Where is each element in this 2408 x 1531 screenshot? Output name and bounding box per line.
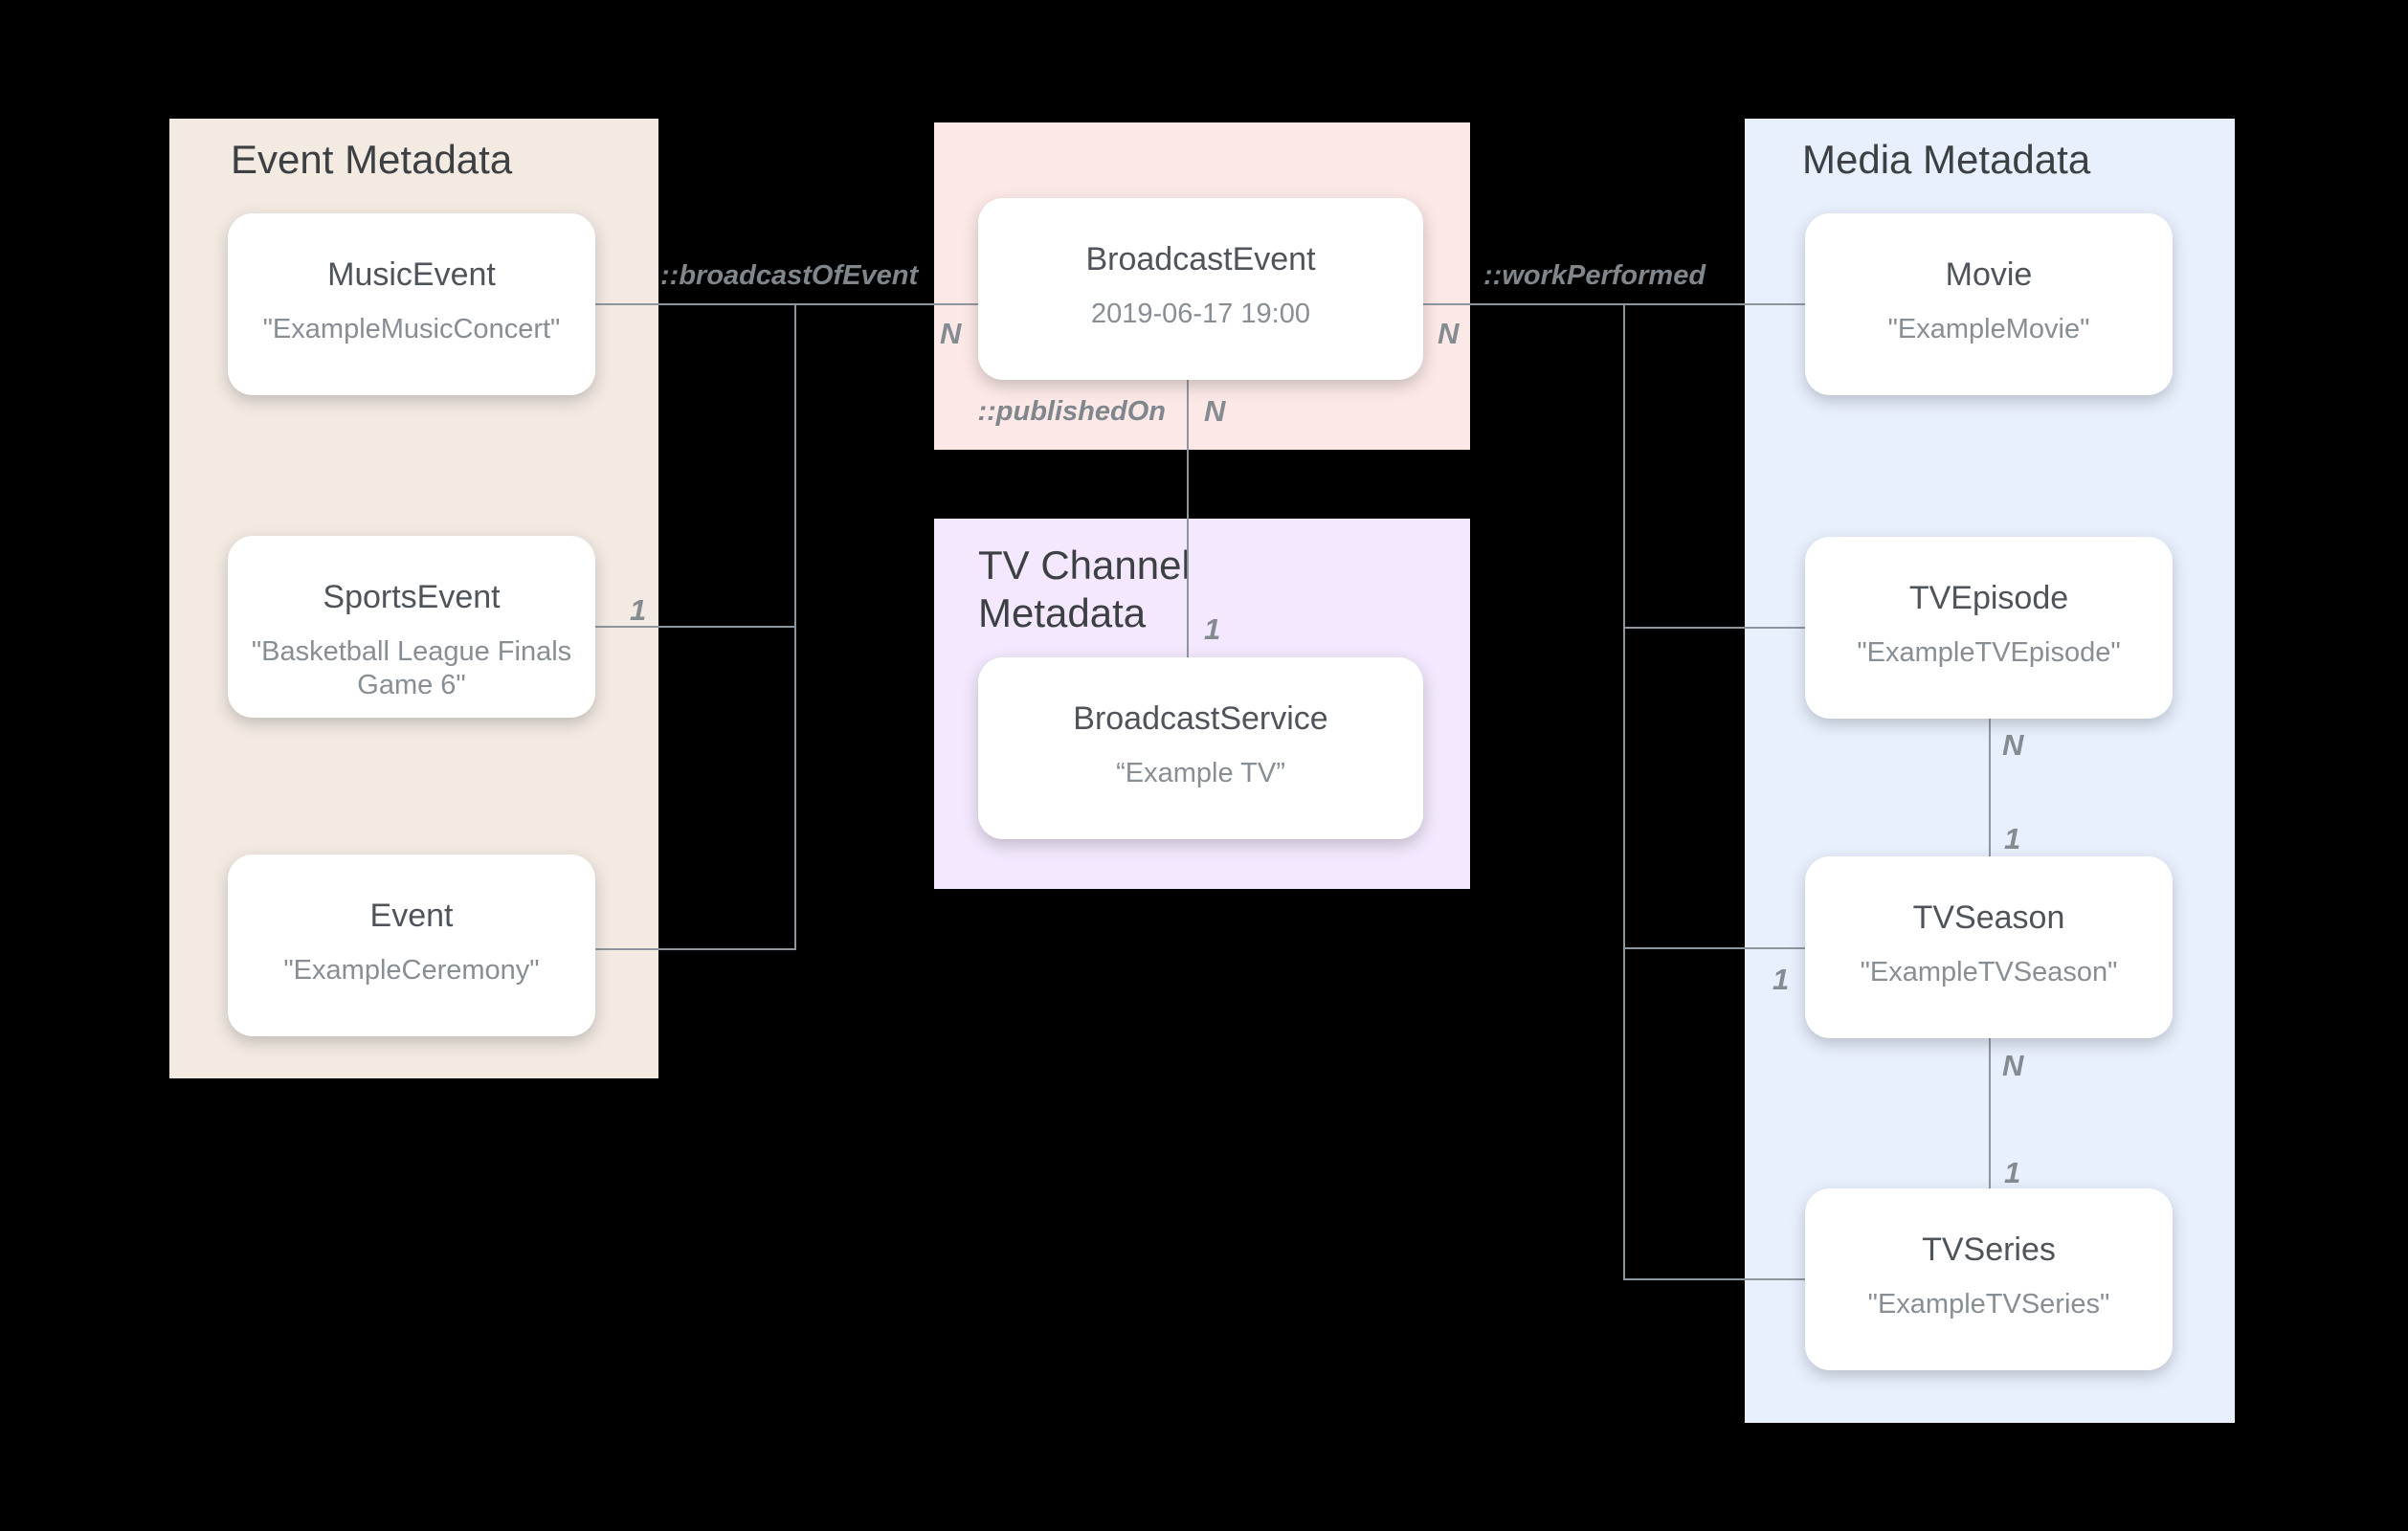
node-broadcast-event: BroadcastEvent 2019-06-17 19:00 <box>978 198 1423 380</box>
node-sports-event-title: SportsEvent <box>323 579 501 615</box>
edge-tvseason-stub <box>1623 947 1805 949</box>
node-tv-series-title: TVSeries <box>1922 1231 2056 1268</box>
node-broadcast-service-value: “Example TV” <box>1116 758 1285 788</box>
edge-tvepisode-tvseason <box>1989 719 1991 856</box>
cardinality-n-season-bottom: N <box>2002 1049 2024 1082</box>
edge-broadcastevent-movie <box>1423 303 1805 305</box>
node-tv-series: TVSeries "ExampleTVSeries" <box>1805 1188 2173 1370</box>
cardinality-1-season-top: 1 <box>2004 822 2021 855</box>
edge-right-trunk-vertical <box>1623 303 1625 1279</box>
node-movie: Movie "ExampleMovie" <box>1805 213 2173 395</box>
cardinality-1-sports-event: 1 <box>630 593 647 627</box>
node-movie-value: "ExampleMovie" <box>1887 314 2090 344</box>
edge-tvseason-tvseries <box>1989 1038 1991 1188</box>
edge-sportsevent-stub <box>595 626 796 628</box>
tv-channel-metadata-title: TV Channel Metadata <box>978 543 1191 635</box>
cardinality-1-series-top: 1 <box>2004 1156 2021 1189</box>
node-music-event: MusicEvent "ExampleMusicConcert" <box>228 213 595 395</box>
node-tv-season-title: TVSeason <box>1912 899 2065 936</box>
node-tv-season-value: "ExampleTVSeason" <box>1860 957 2118 987</box>
node-event: Event "ExampleCeremony" <box>228 854 595 1036</box>
edge-tvepisode-stub <box>1623 627 1805 629</box>
node-broadcast-event-value: 2019-06-17 19:00 <box>1091 299 1310 329</box>
cardinality-n-episode-bottom: N <box>2002 728 2024 762</box>
work-performed-label: ::workPerformed <box>1483 260 1706 291</box>
node-event-title: Event <box>369 898 454 934</box>
node-broadcast-event-title: BroadcastEvent <box>1085 241 1316 277</box>
node-tv-episode: TVEpisode "ExampleTVEpisode" <box>1805 537 2173 719</box>
cardinality-1-tv-season-left: 1 <box>1773 963 1790 996</box>
cardinality-n-broadcast-left: N <box>940 317 962 350</box>
node-tv-episode-value: "ExampleTVEpisode" <box>1857 637 2121 668</box>
node-sports-event: SportsEvent "Basketball League Finals Ga… <box>228 536 595 718</box>
node-music-event-title: MusicEvent <box>327 256 496 293</box>
node-tv-episode-title: TVEpisode <box>1908 580 2069 616</box>
published-on-label: ::publishedOn <box>977 396 1166 427</box>
edge-musicevent-broadcastevent <box>595 303 978 305</box>
edge-tvseries-stub <box>1623 1278 1805 1280</box>
cardinality-1-published-on: 1 <box>1204 612 1221 646</box>
node-broadcast-service: BroadcastService “Example TV” <box>978 657 1423 839</box>
edge-publishedon-vertical <box>1187 380 1189 657</box>
node-music-event-value: "ExampleMusicConcert" <box>262 314 561 344</box>
broadcast-of-event-label: ::broadcastOfEvent <box>660 260 919 291</box>
node-broadcast-service-title: BroadcastService <box>1073 700 1328 737</box>
node-sports-event-value: "Basketball League Finals Game 6" <box>251 636 572 700</box>
node-tv-series-value: "ExampleTVSeries" <box>1867 1289 2110 1320</box>
node-movie-title: Movie <box>1945 256 2033 293</box>
node-event-value: "ExampleCeremony" <box>283 955 540 986</box>
cardinality-n-published-on: N <box>1204 394 1226 428</box>
cardinality-n-broadcast-right: N <box>1438 317 1460 350</box>
event-metadata-title: Event Metadata <box>231 137 513 182</box>
node-tv-season: TVSeason "ExampleTVSeason" <box>1805 856 2173 1038</box>
media-metadata-title: Media Metadata <box>1802 137 2091 182</box>
edge-event-stub <box>595 948 796 950</box>
